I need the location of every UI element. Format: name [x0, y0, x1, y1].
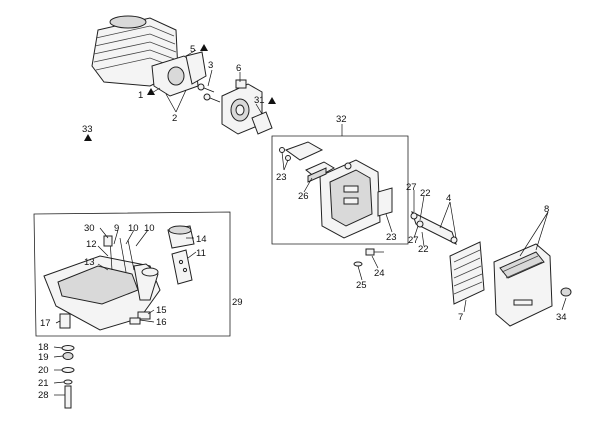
callout-17: 17 — [40, 318, 51, 329]
callout-10b: 10 — [144, 223, 155, 234]
fuel-cap-14 — [167, 225, 195, 285]
triangle-marker-icons — [84, 44, 276, 141]
triangle-marker-icon — [147, 88, 155, 95]
callout-11: 11 — [196, 248, 206, 259]
callout-18: 18 — [38, 342, 49, 353]
filter-17 — [59, 313, 71, 329]
callout-10a: 10 — [128, 223, 139, 234]
callout-14: 14 — [196, 234, 207, 245]
callout-23a: 23 — [276, 172, 287, 183]
callout-15: 15 — [156, 305, 167, 316]
fitting-15-16 — [129, 311, 151, 325]
callout-20: 20 — [38, 365, 49, 376]
leader-lines — [53, 49, 567, 396]
air-filter-base — [319, 159, 381, 239]
callout-16: 16 — [156, 317, 167, 328]
callout-6: 6 — [236, 63, 241, 74]
callout-26: 26 — [298, 191, 309, 202]
filter-element-26 — [305, 161, 335, 183]
callout-29: 29 — [232, 297, 243, 308]
callout-22b: 22 — [418, 244, 429, 255]
filter-7 — [449, 241, 485, 305]
callout-2: 2 — [172, 113, 177, 124]
triangle-marker-icon — [200, 44, 208, 51]
callout-5: 5 — [190, 44, 195, 55]
callout-33: 33 — [82, 124, 93, 135]
callout-28: 28 — [38, 390, 49, 401]
spacer-stack — [61, 345, 75, 409]
fuel-tank-group-box — [33, 211, 231, 337]
gasket-31 — [251, 111, 273, 135]
fuel-lines — [103, 235, 135, 273]
triangle-marker-icon — [84, 134, 92, 141]
screws-3 — [197, 83, 221, 103]
callout-32: 32 — [336, 114, 347, 125]
callout-34: 34 — [556, 312, 567, 323]
callout-13: 13 — [84, 257, 95, 268]
callout-4: 4 — [446, 193, 451, 204]
callout-31: 31 — [254, 95, 265, 106]
fuel-tank — [43, 255, 161, 331]
callout-23b: 23 — [386, 232, 397, 243]
callout-30: 30 — [84, 223, 95, 234]
bracket-4 — [410, 211, 458, 245]
callout-22a: 22 — [420, 188, 431, 199]
filter-cover-23 — [279, 141, 393, 217]
carburetor — [221, 79, 263, 135]
callout-27b: 27 — [408, 235, 419, 246]
callout-9: 9 — [114, 223, 119, 234]
knob-34 — [560, 287, 572, 297]
callout-12: 12 — [86, 239, 97, 250]
callout-24: 24 — [374, 268, 385, 279]
callout-27a: 27 — [406, 182, 417, 193]
callout-19: 19 — [38, 352, 49, 363]
intake-manifold — [151, 51, 207, 97]
callout-3: 3 — [208, 60, 213, 71]
callout-labels: 1 2 3 5 6 31 33 32 23 26 23 27 22 4 27 2… — [38, 44, 567, 401]
callout-8: 8 — [544, 204, 549, 215]
callout-21: 21 — [38, 378, 49, 389]
screw-24 — [353, 248, 384, 267]
callout-25: 25 — [356, 280, 367, 291]
triangle-marker-icon — [268, 97, 276, 104]
air-filter-group-box — [271, 124, 409, 245]
callout-7: 7 — [458, 312, 463, 323]
filter-cover-8 — [493, 243, 553, 327]
callout-1: 1 — [138, 90, 143, 101]
